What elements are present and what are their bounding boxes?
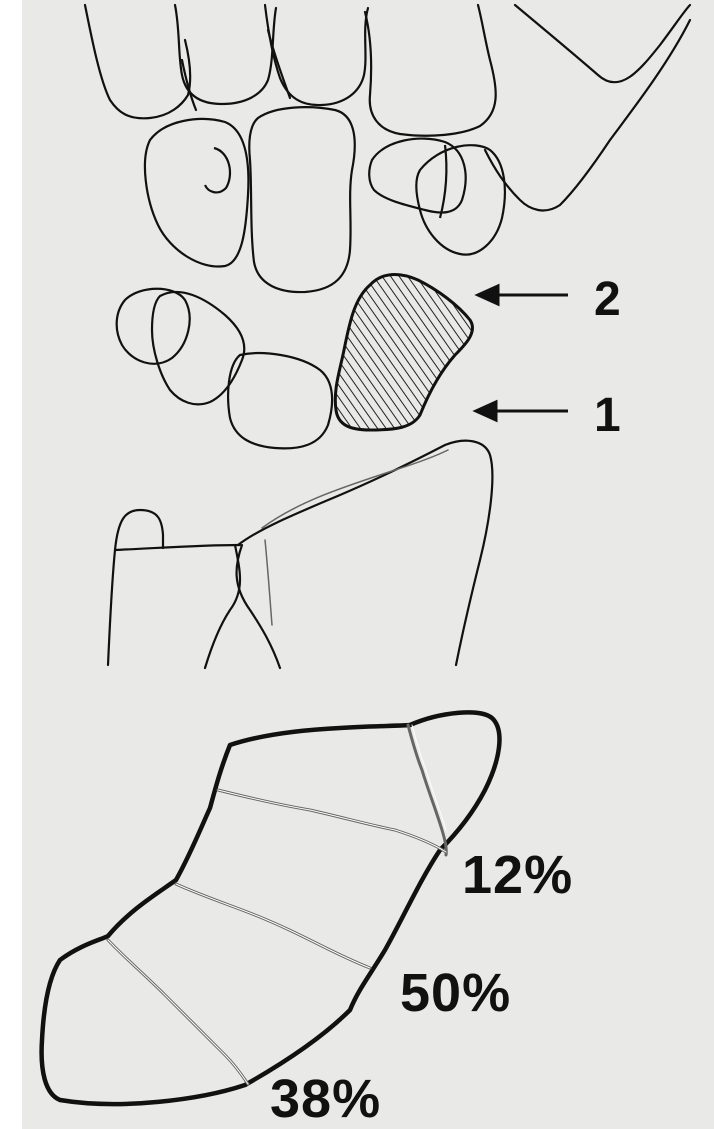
arrow-1-label: 1 xyxy=(594,392,621,440)
radius-inner-line xyxy=(265,540,272,625)
scaphoid-zones xyxy=(42,712,500,1104)
metacarpal-4 xyxy=(365,5,496,136)
radioulnar-cross-a xyxy=(205,545,240,668)
fracture-line-waist-upper xyxy=(218,790,446,852)
scaphoid-hatched xyxy=(335,275,472,430)
fracture-line-distal-inner xyxy=(412,725,446,830)
fracture-line-proximal xyxy=(108,940,248,1084)
zone-middle-percent: 50% xyxy=(400,966,511,1020)
scaphoid-outline xyxy=(42,712,500,1104)
metacarpal-1 xyxy=(85,5,190,118)
triquetrum xyxy=(152,292,244,404)
lunate xyxy=(228,353,332,448)
radius-outline xyxy=(238,441,492,665)
metacarpals xyxy=(85,5,690,210)
ulna-joint-line xyxy=(115,545,240,550)
forearm-bones xyxy=(108,441,492,668)
proximal-carpal-row xyxy=(117,289,332,449)
pisiform xyxy=(117,289,190,364)
zone-proximal-percent: 38% xyxy=(270,1072,381,1126)
metacarpal-5 xyxy=(515,5,690,82)
trapezoid xyxy=(249,107,354,292)
zone-distal-percent: 12% xyxy=(462,848,573,902)
ulna-head xyxy=(108,510,163,665)
metacarpal-3 xyxy=(265,5,368,105)
hamate-line xyxy=(440,145,446,218)
trapezium xyxy=(145,119,248,267)
arrow-2 xyxy=(478,286,568,304)
arrow-2-label: 2 xyxy=(594,276,621,324)
arrow-1 xyxy=(476,402,568,420)
trapezium-hook xyxy=(205,148,230,192)
radioulnar-cross-b xyxy=(237,545,280,668)
metacarpal-5-shaft xyxy=(485,20,690,210)
